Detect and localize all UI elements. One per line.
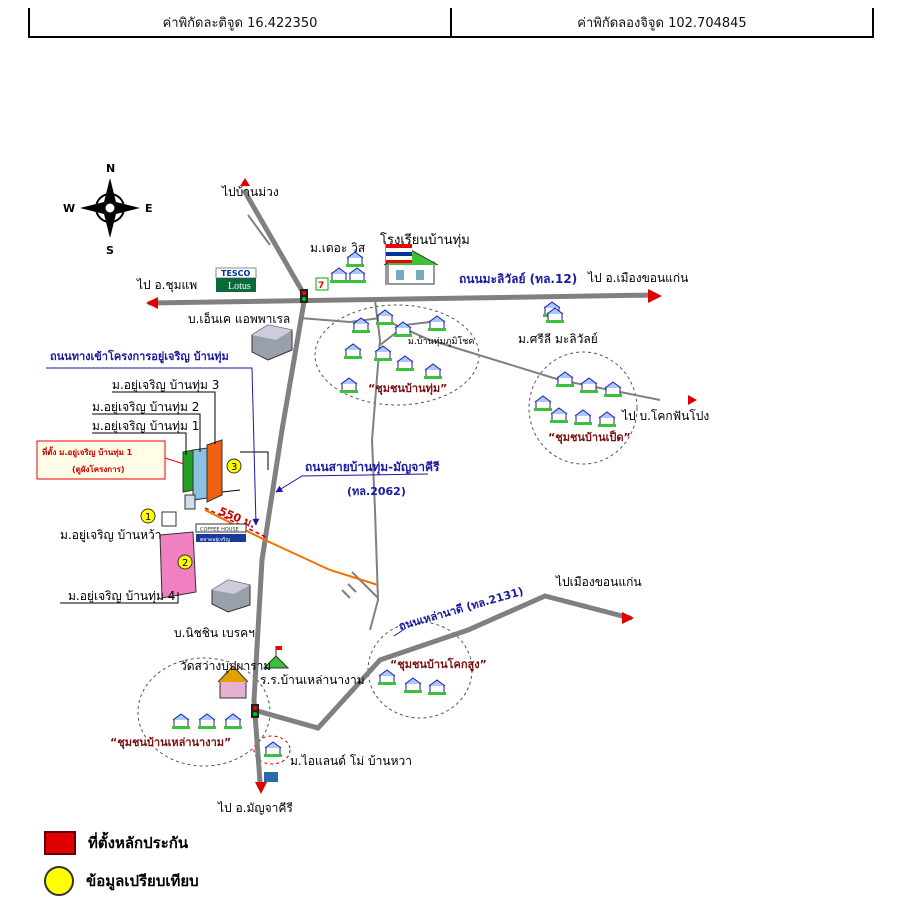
svg-text:TESCO: TESCO — [221, 269, 251, 278]
to-chumphae-label: ไป อ.ชุมแพ — [136, 278, 197, 293]
svg-text:1: 1 — [145, 512, 151, 523]
road2062-pointer — [275, 473, 429, 493]
community-banped-circle — [528, 351, 638, 465]
subject-label-box — [36, 440, 166, 480]
road2062-label: ถนนสายบ้านทุ่ม-มัญจาคีรี — [305, 460, 440, 475]
to-khokfanpong-label: ไป บ.โคกฟันโปง — [621, 409, 709, 423]
project-road-pointer — [46, 367, 260, 526]
coordinates-header: ค่าพิกัดละติจูด 16.422350 ค่าพิกัดลองจิจ… — [28, 8, 874, 38]
nk-apparel-building-icon — [251, 324, 293, 361]
islandview-logo-icon — [264, 772, 278, 782]
to-manchakhiri-label: ไป อ.มัญจาคีรี — [217, 801, 293, 815]
svg-text:7: 7 — [318, 281, 324, 291]
project-pointer-lines — [60, 391, 269, 604]
road2062-no-label: (ทล.2062) — [347, 485, 406, 498]
compass-e: E — [145, 202, 153, 215]
market-sign — [196, 534, 246, 542]
subject-label: ที่ตั้ง ม.อยู่เจริญ บ้านทุ่ม 1 — [42, 446, 133, 458]
road2131-label: ถนนเหล่านาดี (ทล.2131) — [397, 585, 525, 633]
islandview-label: ม.ไอแลนด์ โม่ บ้านหวา — [290, 754, 412, 768]
traffic-light-icon-1 — [300, 289, 308, 303]
wat-label: วัดสว่างบุปผาราม — [180, 659, 271, 674]
longitude-cell: ค่าพิกัดลองจิจูด 102.704845 — [450, 8, 872, 36]
yellow-swatch-icon — [44, 866, 74, 896]
compass-w: W — [63, 202, 75, 215]
compass-s: S — [106, 244, 114, 257]
highway-12 — [147, 292, 658, 306]
temple-icon — [217, 665, 249, 699]
to-ban-muang-label: ไปบ้านม่วง — [221, 185, 279, 199]
traffic-light-icon-2 — [251, 704, 259, 718]
comm-banthum-label: “ชุมชนบ้านทุ่ม” — [368, 382, 447, 396]
seven-eleven-icon — [315, 277, 329, 291]
islandview-circle — [253, 735, 291, 765]
svg-text:COFFEE HOUSE: COFFEE HOUSE — [200, 527, 239, 533]
nisshin-building-icon — [211, 579, 251, 613]
proj4-label: ม.อยู่เจริญ บ้านทุ่ม 4 — [68, 589, 175, 604]
road-end-arrows — [146, 178, 697, 794]
red-swatch-icon — [44, 831, 76, 855]
proj2-label: ม.อยู่เจริญ บ้านทุ่ม 2 — [92, 400, 199, 415]
svg-text:2: 2 — [182, 558, 188, 569]
nisshin-label: บ.นิชชิน เบรคฯ — [174, 626, 255, 640]
school2-icon — [262, 646, 290, 669]
ban-wa-label: ม.อยู่เจริญ บ้านหว้า — [60, 528, 162, 543]
tesco-lotus-logo: TESCO Lotus — [215, 267, 257, 292]
school-icon — [383, 244, 439, 285]
compass-rose-icon: N S W E — [63, 162, 153, 257]
the-vis-label: ม.เดอะ วิส — [310, 241, 366, 255]
comm-khoksung-label: “ชุมชนบ้านโคกสูง” — [390, 657, 487, 672]
community-laonangam-circle — [137, 657, 271, 767]
ban-thum-phuchok-label: ม.บ้านทุ่มภูมิโชค — [408, 336, 474, 347]
sri-lee-house-icon — [542, 301, 565, 324]
school-label: โรงเรียนบ้านทุ่ม — [380, 232, 470, 248]
latitude-cell: ค่าพิกัดละติจูด 16.422350 — [162, 15, 318, 31]
legend-red: ที่ตั้งหลักประกัน — [44, 831, 188, 855]
comm-laonangam-label: “ชุมชนบ้านเหล่านางาม” — [110, 736, 231, 750]
legend-yellow-label: ข้อมูลเปรียบเทียบ — [86, 872, 199, 890]
project-plots — [159, 439, 223, 599]
proj3-label: ม.อยู่เจริญ บ้านทุ่ม 3 — [112, 378, 219, 393]
to-khonkaen-label: ไป อ.เมืองขอนแก่น — [587, 271, 688, 285]
coffee-house-sign — [195, 523, 247, 533]
legend-yellow: ข้อมูลเปรียบเทียบ — [44, 866, 199, 896]
subject-sub-label: (ดูผังโครงการ) — [72, 464, 125, 475]
highway12-label: ถนนมะลิวัลย์ (ทล.12) — [459, 272, 577, 286]
road-2131 — [251, 593, 633, 731]
sri-lee-label: ม.ศรีลี มะลิวัลย์ — [518, 332, 598, 346]
nk-apparel-label: บ.เอ็นเค แอพพาเรล — [188, 311, 290, 326]
project-road-label: ถนนทางเข้าโครงการอยู่เจริญ บ้านทุ่ม — [50, 349, 229, 364]
svg-text:ตลาดอยู่เจริญ: ตลาดอยู่เจริญ — [200, 536, 230, 543]
compass-n: N — [106, 162, 115, 175]
svg-text:Lotus: Lotus — [228, 281, 251, 292]
proj1-label: ม.อยู่เจริญ บ้านทุ่ม 1 — [92, 419, 199, 434]
school2-label: ร.ร.บ้านเหล่านางาม — [260, 673, 365, 687]
to-mueang-kk-label: ไปเมืองขอนแก่น — [555, 575, 642, 589]
legend-red-label: ที่ตั้งหลักประกัน — [88, 834, 189, 852]
comm-banped-label: “ชุมชนบ้านเป็ด” — [548, 430, 631, 445]
svg-text:3: 3 — [231, 462, 237, 473]
numbered-markers: 3 1 2 — [140, 458, 242, 570]
